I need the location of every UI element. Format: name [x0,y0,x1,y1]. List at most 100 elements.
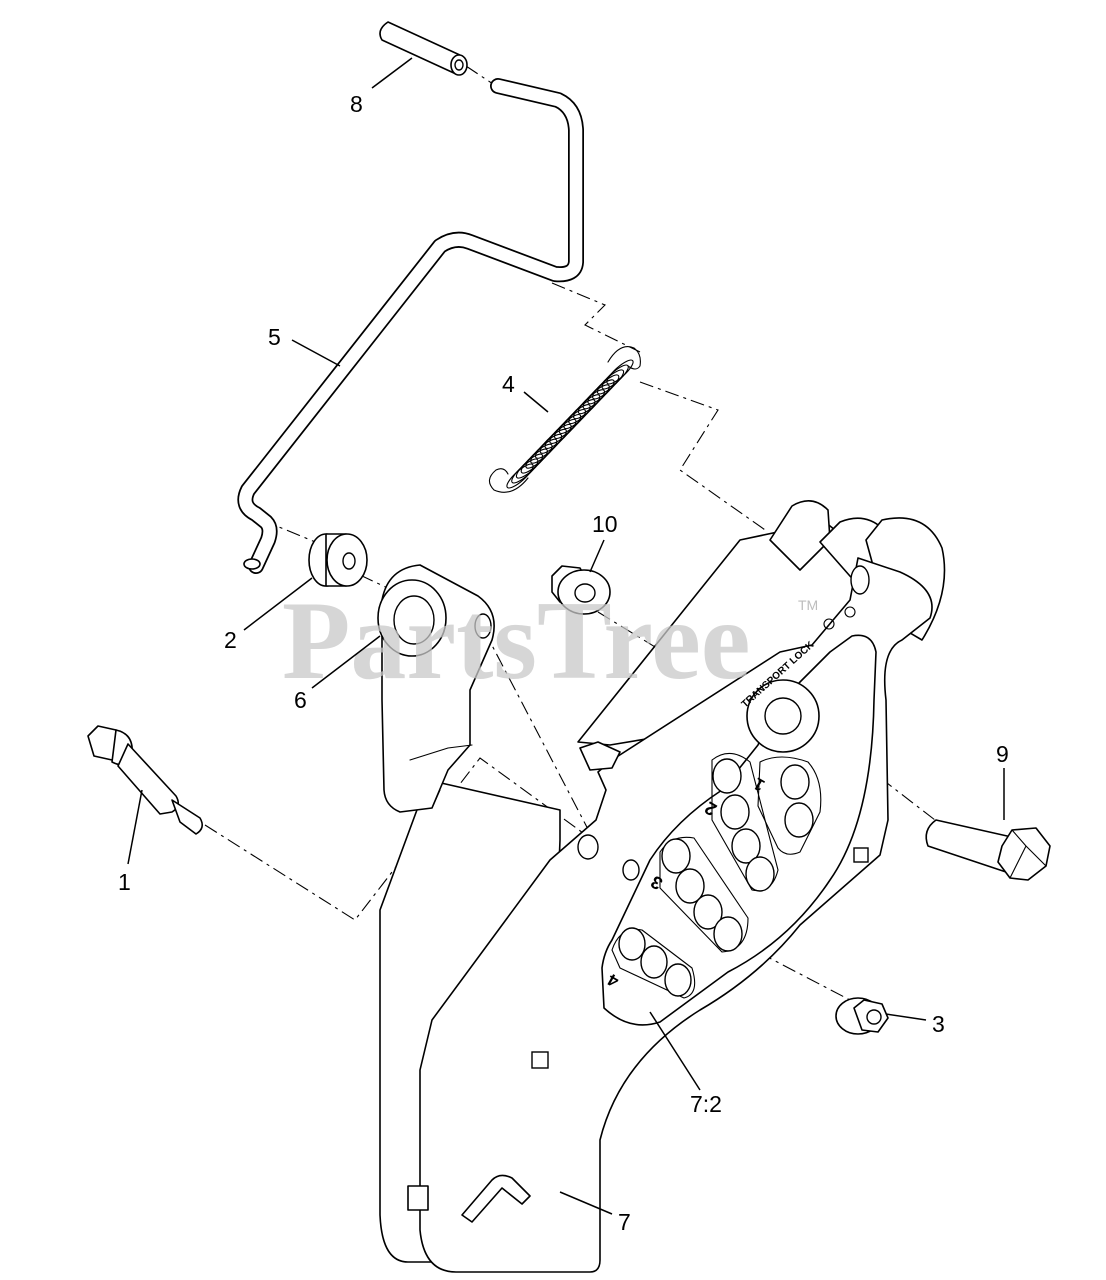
leader-1 [127,789,143,865]
hex-bolt-9 [925,819,1051,881]
square-mark-lower [531,1051,549,1069]
shoulder-bolt-1 [87,725,204,835]
spring-coil [530,438,558,464]
spring-coil [592,374,620,400]
callout-7-2: 7:2 [690,1091,722,1117]
hole-2c [731,828,761,864]
leader-2 [243,577,313,631]
spring-coil [596,369,625,395]
spring-coil [553,413,582,440]
pivot-lever-bore [393,595,435,645]
pivot-lever-edge [409,744,473,809]
spring-coil [534,433,563,459]
bracket-v-slot [461,1174,531,1223]
leader-3 [885,1013,927,1021]
spring-coil [506,463,534,489]
hole-2b [720,794,750,830]
callouts: 8 5 4 10 2 6 1 9 3 7:2 7 [118,91,1009,1235]
spring-coil [549,418,577,444]
leader-8 [371,57,413,89]
hole-4b [640,945,668,979]
callout-7: 7 [618,1209,631,1235]
watermark-trademark: TM [798,597,818,613]
extension-spring [488,346,641,493]
handle-grip-body [379,21,463,75]
spacer-bushing [308,533,368,587]
square-mark-upper [853,847,869,863]
pivot-hole [764,697,802,735]
callout-1: 1 [118,869,131,895]
lever-rod-outline [237,78,584,574]
spring-coil [587,379,615,405]
bracket-hole-rear [577,834,599,860]
spacer-bore [342,552,356,570]
dash-lever-to-bracket [483,629,603,857]
leader-7 [559,1191,613,1215]
bracket-bottom-hinge [407,1185,429,1211]
height-holes [611,752,822,999]
hole-3b [675,868,705,904]
spring-coil [601,364,629,390]
spring-coil [525,443,553,469]
hex-bolt-9-head-face [1009,829,1047,879]
bracket-knuckle-hole [850,565,870,595]
handle-grip [379,21,468,76]
shoulder-bolt-1-tip [171,799,204,835]
spring-coil [515,453,544,479]
hole-group-4-outline [611,928,696,999]
hole-3a [661,838,691,874]
spring-coil [520,448,548,474]
callout-3: 3 [932,1011,945,1037]
leader-lines [127,57,1005,1215]
plate-lock-symbol-2 [844,606,856,618]
lever-rod [237,78,584,574]
flange-nut-10-bore [574,583,596,603]
callout-2: 2 [224,627,237,653]
flange-nut-3 [835,997,889,1035]
leader-5 [291,339,341,367]
callout-8: 8 [350,91,363,117]
hole-4a [618,927,646,961]
pivot-lever-pin-hole [474,613,492,639]
spring-coil [568,399,596,425]
spring-coil [544,423,572,449]
spring-coil [539,428,567,454]
leader-4 [523,391,549,413]
hole-3c [693,894,723,930]
hole-2a [712,758,742,794]
hole-1b [784,802,814,838]
hole-group-1-outline [757,756,822,855]
hex-bolt-9-shank [925,819,1017,873]
callout-9: 9 [996,741,1009,767]
hole-2d [745,856,775,892]
spring-coil [563,404,591,430]
spring-hook-top [607,346,641,370]
dash-rod-to-spring [551,282,641,353]
callout-4: 4 [502,371,515,397]
callout-6: 6 [294,687,307,713]
hole-1a [780,764,810,800]
spring-coils [506,359,634,489]
plate-lock-symbol-1 [823,618,835,630]
flange-nut-10 [551,565,611,615]
callout-5: 5 [268,324,281,350]
spring-coil [573,394,601,420]
bracket-side-tab [579,741,621,771]
flange-nut-3-bore [866,1009,882,1025]
deck-lift-bracket: TRANSPORT LOCK 1 2 3 4 [379,500,946,1273]
shoulder-bolt-1-shank [117,743,180,815]
bracket-hole-front [622,859,640,881]
watermark-text: PartsTree [282,579,751,703]
spring-coil [577,389,606,415]
spring-coil [558,408,587,435]
callout-10: 10 [592,511,618,537]
dash-pin-to-rod [465,65,494,85]
lever-rod-end [243,558,261,570]
bracket-hinge-knuckle-1 [769,500,831,571]
handle-grip-bore [454,59,464,71]
leader-7-2 [649,1011,701,1091]
spring-hook-bottom [488,468,529,493]
leader-6 [311,635,381,689]
hole-3d [713,916,743,952]
